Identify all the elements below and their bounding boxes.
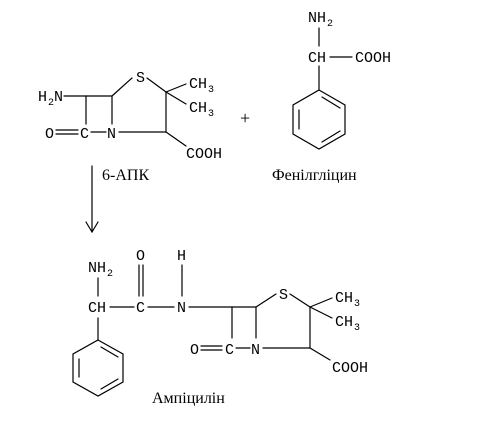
- 6apk-bond-methyl-bottom: [165, 91, 187, 105]
- ampicillin-bond-carboxyl: [309, 347, 331, 361]
- plus-sign: +: [240, 108, 250, 128]
- 6apk-ring-c: C: [80, 126, 89, 143]
- phenylglycine-amino-sub: 2: [327, 19, 333, 30]
- 6apk-methyl-bottom-sub: 3: [208, 109, 214, 120]
- ampicillin-bond-s-c2: [289, 293, 311, 308]
- ampicillin-carbonyl-c: C: [136, 300, 145, 317]
- ampicillin-carbonyl-o: O: [136, 248, 145, 265]
- ampicillin-bond-methyl-bottom: [309, 306, 333, 319]
- phenylglycine-caption: Фенілгліцин: [272, 167, 357, 184]
- reaction-arrow-head: [85, 221, 99, 234]
- ampicillin-methyl-bottom: CH: [335, 314, 353, 331]
- ampicillin-amino: NH: [88, 260, 106, 277]
- ampicillin-ring-n: N: [251, 342, 260, 359]
- ampicillin-amide-h: H: [177, 248, 186, 265]
- 6apk-caption: 6-АПК: [102, 167, 149, 184]
- 6apk-bond-c5-s: [111, 77, 133, 97]
- phenylglycine-benzene-double-2: [321, 130, 341, 143]
- ampicillin-bond-c5-s: [255, 293, 277, 308]
- 6apk-ring-n: N: [107, 126, 116, 143]
- structure-ampicillin: NH 2 CH O C H N O C N S CH: [72, 248, 368, 407]
- 6apk-amino-h: H: [38, 89, 47, 106]
- ampicillin-ring-c: C: [225, 342, 234, 359]
- ampicillin-ch: CH: [88, 300, 106, 317]
- ampicillin-benzene-ring: [72, 339, 124, 397]
- ampicillin-methyl-bottom-sub: 3: [354, 323, 360, 334]
- phenylglycine-ch: CH: [308, 50, 326, 67]
- ampicillin-sulfur: S: [279, 287, 288, 304]
- ampicillin-bond-methyl-top: [309, 297, 333, 308]
- ampicillin-amide-n: N: [177, 300, 186, 317]
- structure-phenylglycine: NH 2 CH COOH Фенілгліцин: [272, 10, 391, 184]
- ampicillin-benzene-double-2: [100, 378, 119, 390]
- 6apk-methyl-bottom: CH: [189, 100, 207, 117]
- phenylglycine-benzene-double-1: [321, 96, 341, 109]
- structure-6apk: H 2 N O C N S CH 3 CH 3 COOH 6-АПК: [38, 70, 222, 184]
- phenylglycine-carboxyl: COOH: [355, 50, 391, 67]
- 6apk-sulfur: S: [136, 70, 145, 87]
- 6apk-oxo-o: O: [45, 126, 54, 143]
- 6apk-amino-n: N: [54, 89, 63, 106]
- 6apk-amino-subscript: 2: [48, 98, 54, 109]
- 6apk-methyl-top-sub: 3: [208, 85, 214, 96]
- reaction-arrow: [85, 165, 99, 234]
- 6apk-bond-carboxyl: [165, 131, 187, 147]
- ampicillin-benzene-double-1: [100, 346, 119, 358]
- 6apk-carboxyl: COOH: [186, 146, 222, 163]
- phenylglycine-amino: NH: [308, 10, 326, 27]
- phenylglycine-benzene-ring: [292, 89, 346, 150]
- 6apk-methyl-top: CH: [189, 76, 207, 93]
- 6apk-bond-s-c2: [146, 77, 167, 93]
- ampicillin-methyl-top-sub: 3: [354, 299, 360, 310]
- ampicillin-caption: Ампіцилін: [152, 390, 225, 407]
- ampicillin-oxo-o: O: [190, 342, 199, 359]
- 6apk-bond-methyl-top: [165, 83, 187, 93]
- ampicillin-methyl-top: CH: [335, 290, 353, 307]
- ampicillin-amino-sub: 2: [107, 269, 113, 280]
- ampicillin-carboxyl: COOH: [332, 360, 368, 377]
